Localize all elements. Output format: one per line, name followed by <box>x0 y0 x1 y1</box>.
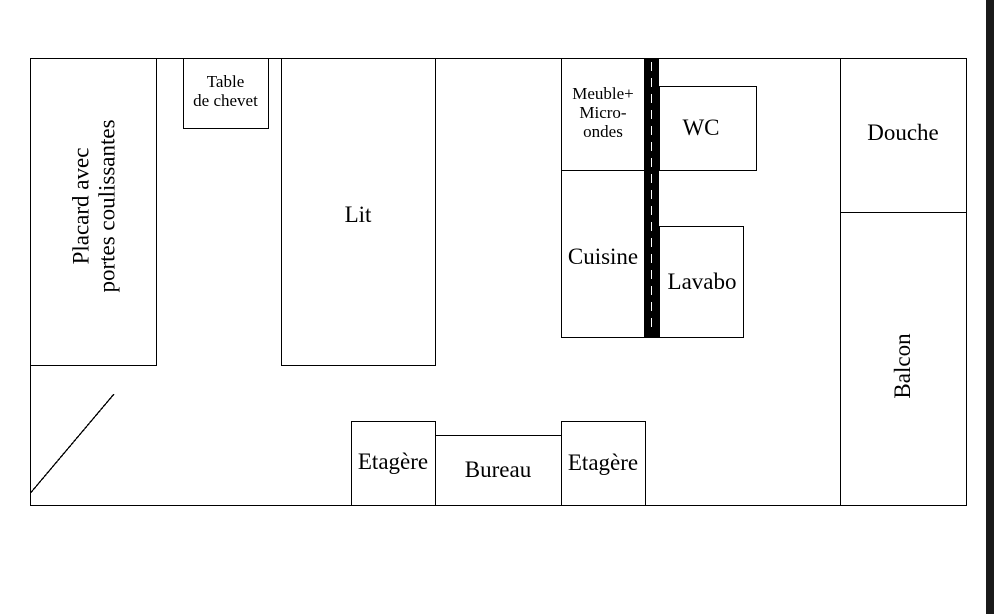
closet-label: Placard avec portes coulissantes <box>68 119 120 292</box>
apartment-outline <box>29 57 968 507</box>
shelf-left-label: Etagère <box>351 449 435 475</box>
shower-text: Douche <box>867 120 939 145</box>
wc-text: WC <box>682 115 720 140</box>
sink-text: Lavabo <box>667 269 737 294</box>
bed-outline <box>280 57 437 367</box>
balcony-label: Balcon <box>890 333 916 398</box>
closet-text: Placard avec portes coulissantes <box>68 119 119 293</box>
kitchen-label: Cuisine <box>561 244 645 270</box>
balcony-text: Balcon <box>890 333 916 399</box>
nightstand-outline <box>182 57 270 130</box>
shelf-right-outline <box>560 420 647 507</box>
desk-label: Bureau <box>435 457 561 483</box>
shelf-right-label: Etagère <box>561 450 645 476</box>
nightstand-text: Table de chevet <box>193 72 258 111</box>
edge-strip <box>986 0 994 614</box>
furniture-microwave-text: Meuble+ Micro- ondes <box>572 84 634 142</box>
closet-outline <box>29 57 158 367</box>
bed-text: Lit <box>344 202 372 227</box>
sink-outline <box>658 225 745 339</box>
wc-label: WC <box>659 115 743 141</box>
nightstand-label: Table de chevet <box>183 72 268 110</box>
shelf-right-text: Etagère <box>567 450 639 475</box>
door-swing-line <box>30 393 115 494</box>
bed-label: Lit <box>281 202 435 228</box>
kitchen-text: Cuisine <box>567 244 639 269</box>
sink-label: Lavabo <box>659 269 745 295</box>
shower-label: Douche <box>840 120 966 146</box>
wc-outline <box>658 85 758 172</box>
desk-text: Bureau <box>464 457 532 482</box>
furniture-microwave-label: Meuble+ Micro- ondes <box>561 84 645 141</box>
shelf-left-text: Etagère <box>357 449 429 474</box>
